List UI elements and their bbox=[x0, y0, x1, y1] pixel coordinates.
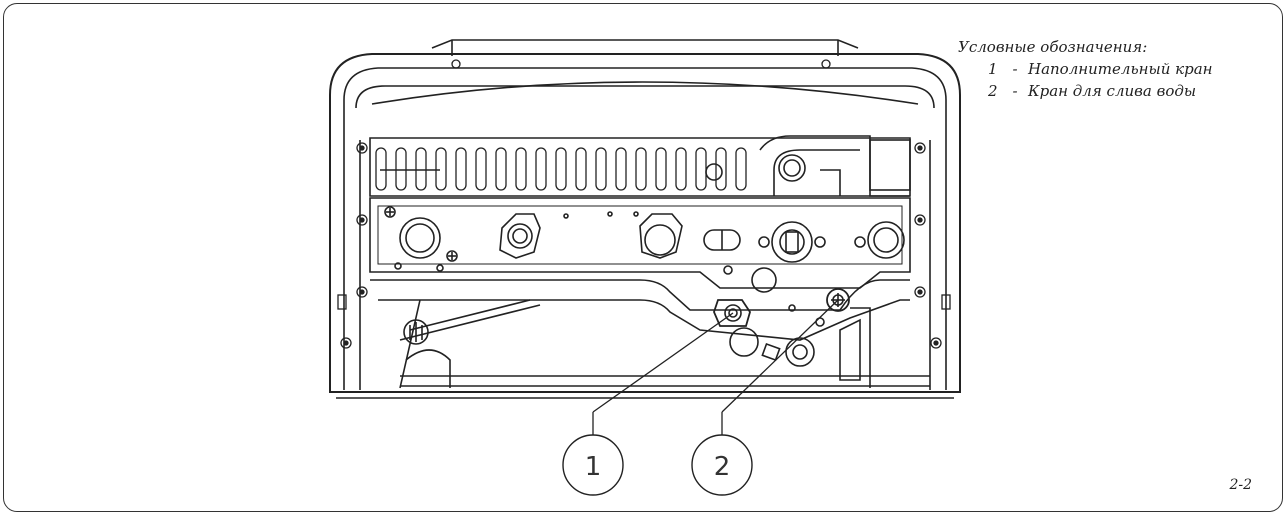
legend-item-2-label: Кран для слива воды bbox=[1028, 82, 1197, 100]
pipe-connection-5 bbox=[854, 221, 905, 259]
callout-1-label: 1 bbox=[585, 452, 602, 482]
filling-tap bbox=[713, 299, 751, 327]
legend: Условные обозначения: 1-Наполнительный к… bbox=[958, 36, 1213, 102]
lower-tray bbox=[370, 279, 930, 389]
legend-item-1-dash: - bbox=[1012, 60, 1018, 78]
figure-frame bbox=[3, 3, 1283, 512]
figure-number: 2-2 bbox=[1229, 477, 1252, 493]
legend-item-1: 1-Наполнительный кран bbox=[958, 58, 1213, 80]
pipe-connection-3 bbox=[639, 213, 683, 259]
callout-leaders bbox=[592, 299, 839, 413]
gas-cock bbox=[703, 229, 741, 251]
pipe-connection-2 bbox=[499, 213, 541, 259]
casing-screws bbox=[337, 59, 951, 349]
sensor-plug bbox=[751, 267, 777, 293]
callout-2-label: 2 bbox=[714, 452, 731, 482]
legend-item-2: 2-Кран для слива воды bbox=[958, 80, 1213, 102]
legend-item-2-num: 2 bbox=[988, 82, 998, 100]
pipe-connection-4 bbox=[758, 221, 826, 263]
callout-1: 1 bbox=[562, 412, 624, 496]
legend-item-2-dash: - bbox=[1012, 82, 1018, 100]
legend-item-1-num: 1 bbox=[988, 60, 998, 78]
callout-2: 2 bbox=[691, 412, 753, 496]
pipe-connection-1 bbox=[399, 217, 441, 259]
outer-casing bbox=[329, 53, 961, 399]
legend-title: Условные обозначения: bbox=[958, 38, 1148, 56]
ventilation-grille bbox=[369, 137, 911, 197]
upper-right-housing bbox=[759, 135, 911, 197]
connection-plate bbox=[369, 197, 911, 289]
drain-tap bbox=[826, 288, 850, 312]
legend-item-1-label: Наполнительный кран bbox=[1028, 60, 1213, 78]
grille-slots bbox=[375, 147, 747, 191]
